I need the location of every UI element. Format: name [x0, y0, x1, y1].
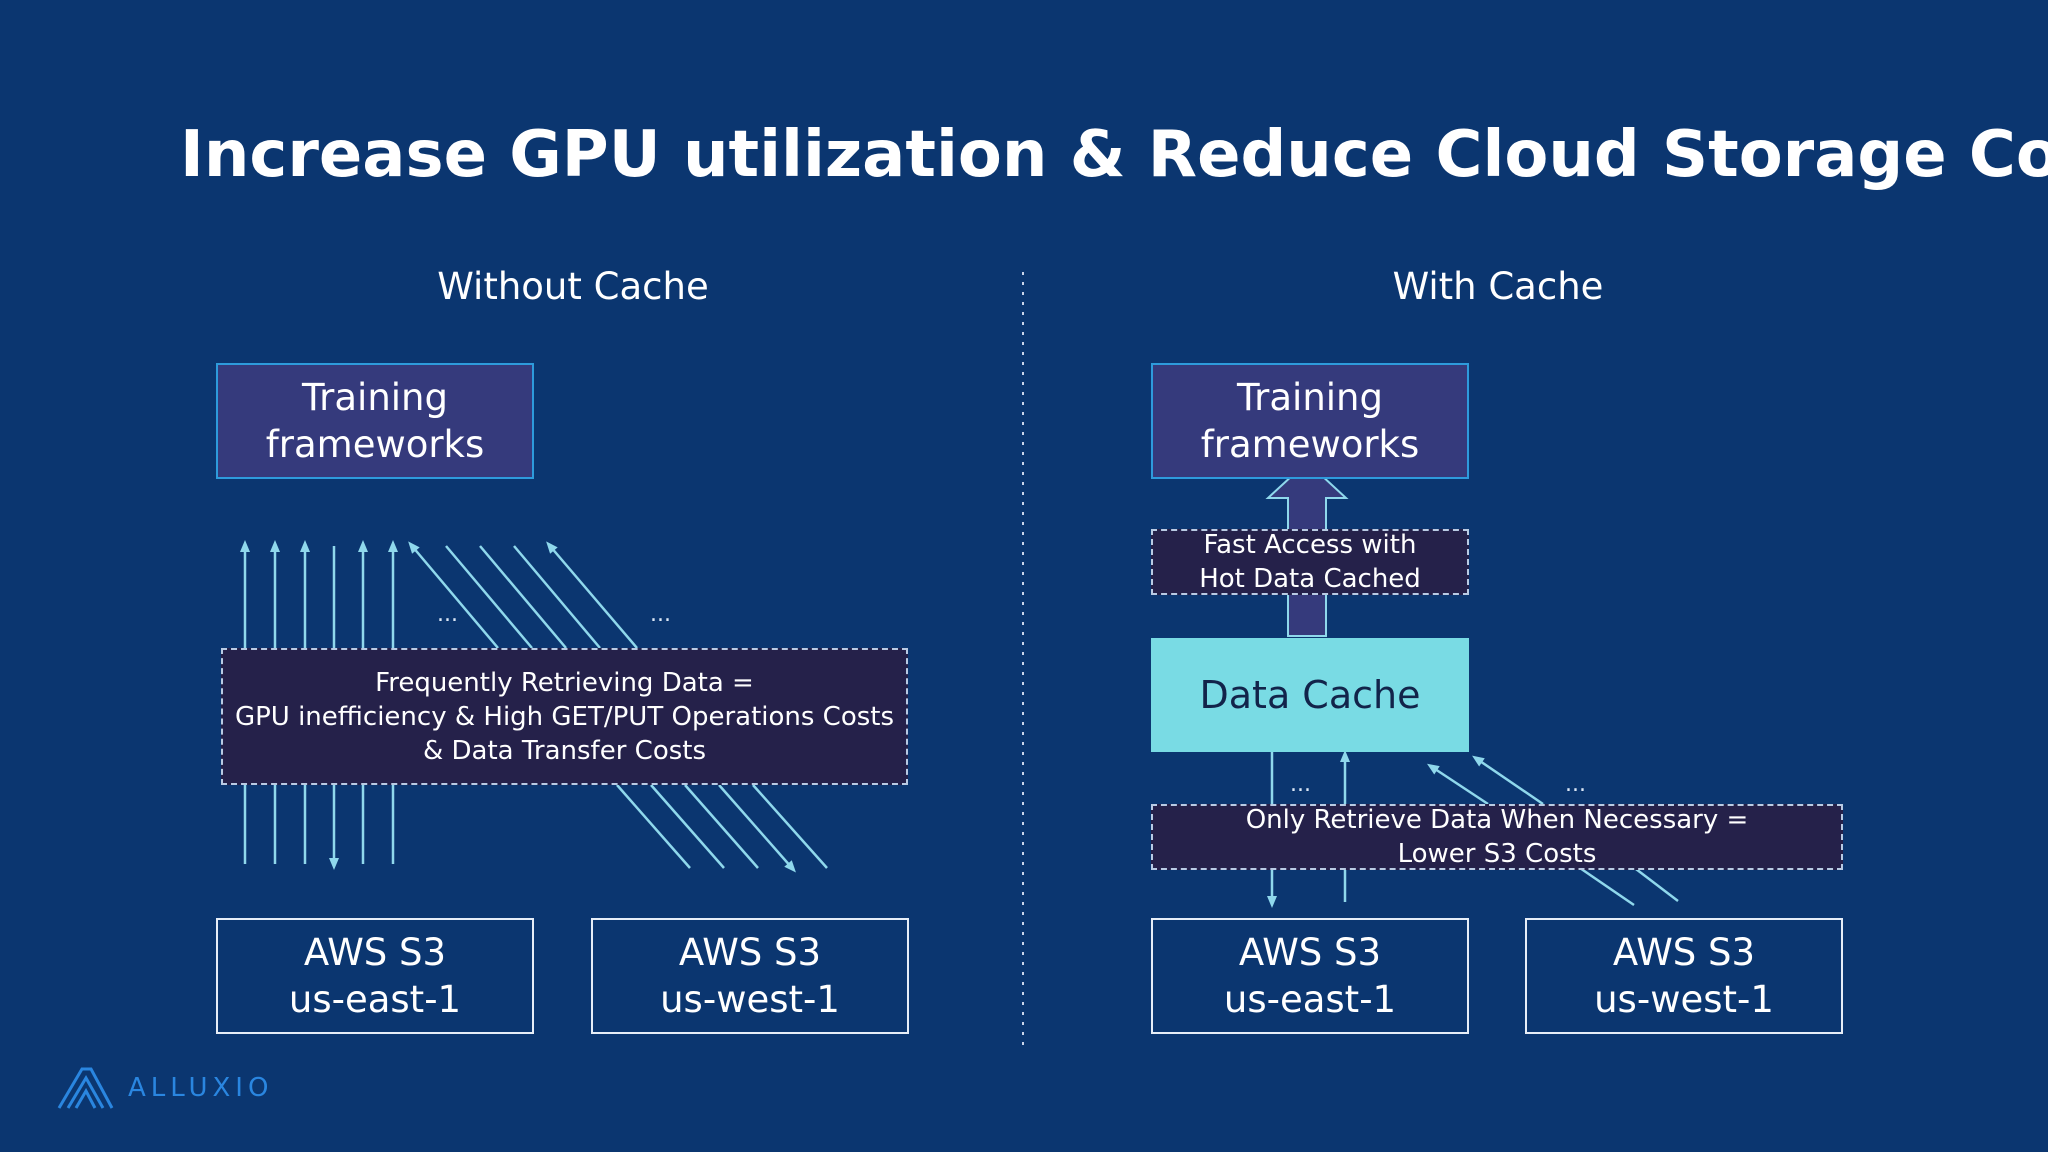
left-low-diag-3 [684, 784, 759, 869]
left-low-diag-arrow-4 [718, 784, 796, 873]
left-s3-us-east-1-box: AWS S3 us-east-1 [216, 918, 534, 1034]
right-ellipsis-2: ... [1565, 772, 1586, 797]
right-diag-arrow-1 [1426, 763, 1489, 806]
left-s3-us-west-1-box: AWS S3 us-west-1 [591, 918, 909, 1034]
with-cache-heading: With Cache [1392, 265, 1604, 308]
left-low-diag-2 [650, 784, 725, 869]
left-diag-line-4 [513, 545, 601, 649]
left-diag-arrow-1 [408, 541, 499, 649]
right-low-diag-2 [1631, 865, 1679, 902]
without-cache-heading: Without Cache [437, 265, 709, 308]
left-ellipsis-2: ... [650, 602, 671, 627]
left-diag-line-3 [479, 545, 567, 649]
slide-title: Increase GPU utilization & Reduce Cloud … [180, 118, 2048, 192]
right-training-frameworks-box: Training frameworks [1151, 363, 1469, 479]
right-ellipsis-1: ... [1290, 772, 1311, 797]
right-diag-arrow-2 [1472, 755, 1544, 806]
left-ellipsis-1: ... [437, 602, 458, 627]
left-training-frameworks-box: Training frameworks [216, 363, 534, 479]
alluxio-logo: ALLUXIO [56, 1066, 273, 1110]
fast-access-note: Fast Access with Hot Data Cached [1151, 529, 1469, 595]
left-low-diag-1 [616, 784, 691, 869]
right-s3-us-east-1-box: AWS S3 us-east-1 [1151, 918, 1469, 1034]
right-s3-us-west-1-box: AWS S3 us-west-1 [1525, 918, 1843, 1034]
alluxio-logo-icon [57, 1067, 114, 1109]
left-low-diag-5 [752, 784, 828, 869]
frequent-retrieval-note: Frequently Retrieving Data = GPU ineffic… [221, 648, 908, 785]
left-diag-line-2 [445, 545, 533, 649]
left-diag-arrow-5 [546, 541, 638, 649]
right-low-diag-1 [1576, 864, 1635, 907]
data-cache-box: Data Cache [1151, 638, 1469, 752]
retrieve-when-necessary-note: Only Retrieve Data When Necessary = Lowe… [1151, 804, 1843, 870]
alluxio-logo-text: ALLUXIO [128, 1073, 274, 1103]
